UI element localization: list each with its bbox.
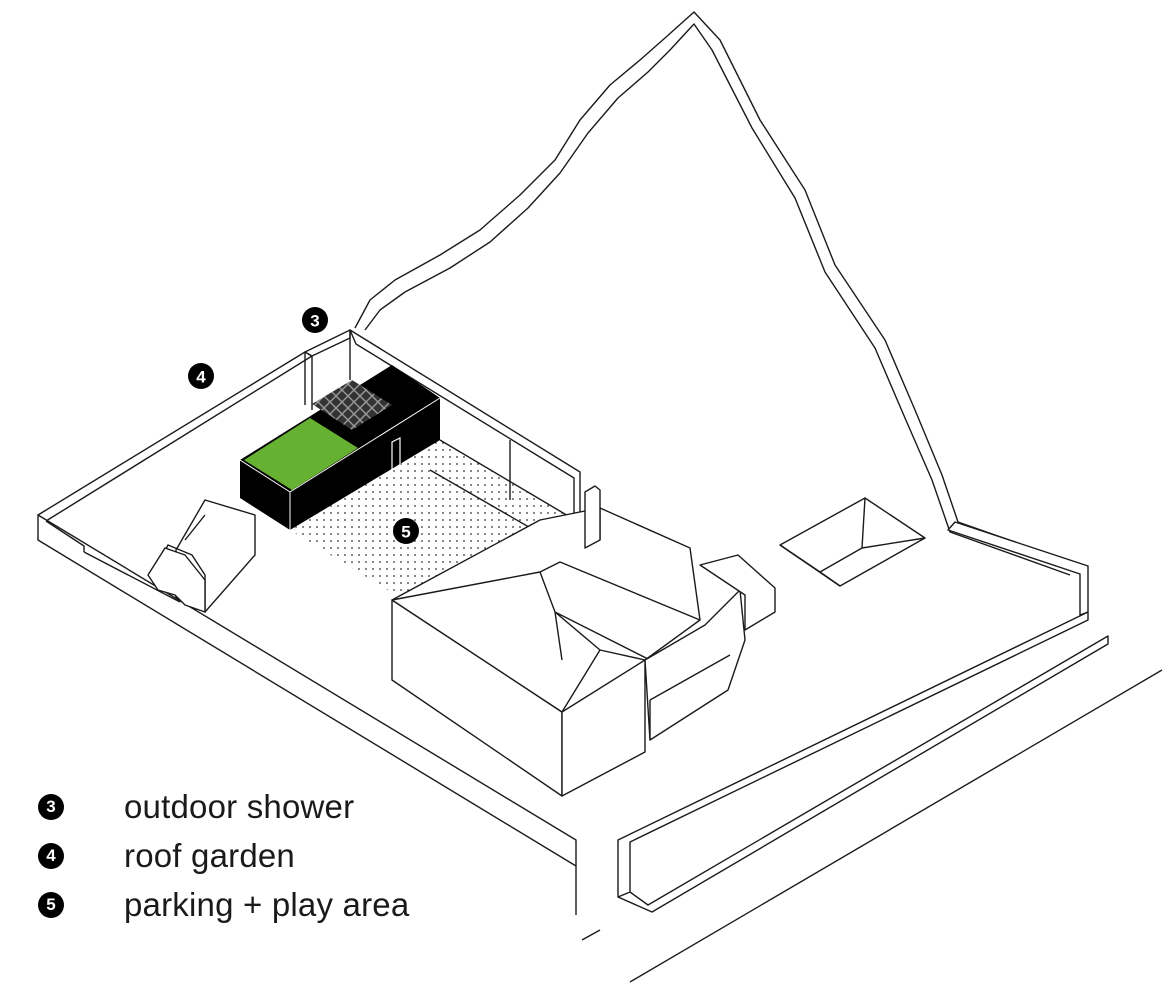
inner-lot-line [83,551,181,603]
legend-label: parking + play area [124,885,410,923]
main-house-chimney [584,485,601,549]
main-house-roof-ridges [391,508,701,661]
parking-play-area [290,440,575,610]
structure-front-face [240,460,290,530]
marker-4: 4 [188,363,214,389]
rear-wall-post [304,330,351,410]
legend: 3 outdoor shower 4 roof garden 5 parking… [38,782,409,929]
marker-5: 5 [393,518,419,544]
garage-box [699,554,776,631]
street-curb-right [617,635,1109,913]
legend-number: 4 [38,842,64,869]
legend-number: 3 [38,793,64,820]
small-house-gable [147,547,206,613]
structure-edges [239,397,441,530]
marker-3: 3 [302,307,328,333]
svg-text:4: 4 [196,368,206,387]
lawn-pit-inner [779,497,926,587]
main-house-annex-lines [649,654,731,740]
legend-item-outdoor-shower: 3 outdoor shower [38,782,409,831]
roof-garden-green [244,418,358,490]
hill-outline [354,11,1081,566]
boundary-wall-left-inner [45,520,85,552]
structure-door [391,437,401,471]
legend-label: roof garden [124,836,295,874]
street-curb-left [581,929,601,941]
legend-item-roof-garden: 4 roof garden [38,831,409,880]
structure-side-face [290,398,440,530]
legend-number: 5 [38,891,64,918]
boundary-wall-right [947,521,1089,616]
legend-item-parking-play-area: 5 parking + play area [38,880,409,929]
rear-wall-left [304,329,351,357]
main-house-front-wall [561,659,646,797]
hill-outline-inner [364,23,1071,576]
street-edge [629,669,1163,983]
legend-label: outdoor shower [124,787,355,825]
outdoor-shower-grate [312,380,392,430]
svg-text:5: 5 [401,523,410,542]
svg-text:3: 3 [310,312,319,331]
